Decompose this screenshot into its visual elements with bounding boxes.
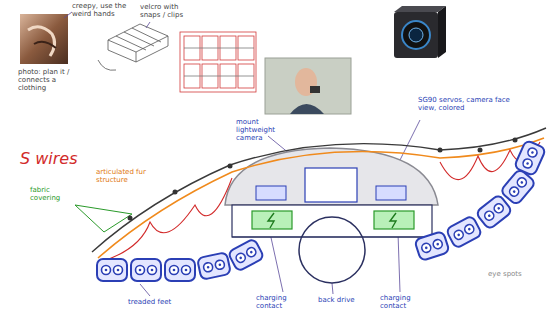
part-label: SG90 servos, camera face view, colored (418, 96, 510, 112)
robot-body-part (232, 237, 432, 238)
wire-label: S wires (20, 150, 90, 168)
camera-cube (394, 6, 446, 58)
note-text: velcro with snaps / clips (140, 3, 196, 19)
robot-body-part (268, 213, 274, 228)
cell-grid (180, 32, 256, 92)
spine-part (100, 142, 540, 262)
tread-pods-part (97, 259, 127, 281)
part-label: fabric covering (30, 186, 74, 202)
leader-lines-part (332, 283, 333, 294)
robot-body-part (299, 217, 365, 283)
leader-lines-part (64, 12, 72, 18)
spine-part (128, 216, 133, 221)
robot-body-part (374, 211, 414, 229)
robot-body-part (232, 205, 432, 237)
note-text: creepy, use the weird hands (72, 2, 134, 18)
part-label: charging contact (380, 294, 424, 310)
part-label: articulated fur structure (96, 168, 158, 184)
battery-sketch-part (98, 60, 116, 70)
tread-pods-part (514, 140, 546, 176)
battery-sketch-part (116, 28, 161, 50)
spine-part (98, 138, 544, 258)
camera-cube-part (402, 21, 430, 49)
spine-part (173, 190, 178, 195)
tread-pods-part (475, 194, 512, 230)
tread-pods-part (131, 259, 161, 281)
person-photo-part (265, 58, 351, 114)
person-photo-part (265, 58, 351, 114)
note-text: photo: plan it / connects a clothing (18, 68, 84, 92)
tread-pods-part (197, 252, 231, 280)
part-label: charging contact (256, 294, 300, 310)
robot-body-part (252, 211, 292, 229)
spine-part (92, 128, 546, 252)
robot-body (225, 148, 438, 283)
tread-pods-part (446, 215, 483, 249)
camera-cube-part (438, 6, 446, 58)
tread-pods-part (165, 259, 195, 281)
battery-sketch (98, 24, 168, 70)
battery-sketch-part (136, 52, 137, 62)
hand-photo-part (34, 42, 56, 48)
leader-lines-part (270, 233, 283, 292)
cell-grid-part (180, 32, 256, 92)
spine-part (438, 148, 443, 153)
spine-part (478, 148, 483, 153)
robot-body-part (376, 186, 406, 200)
cell-grid-part (184, 48, 254, 76)
leader-lines-part (140, 284, 150, 296)
person-photo-part (290, 104, 324, 114)
robot-body-part (390, 213, 396, 228)
robot-body-part (256, 186, 286, 200)
leader-lines-part (398, 233, 400, 292)
part-label: back drive (318, 296, 358, 304)
battery-sketch-part (108, 36, 168, 62)
spine-part (75, 205, 132, 232)
leader-lines-part (146, 22, 150, 28)
battery-sketch-part (108, 24, 168, 52)
camera-cube-part (394, 12, 438, 58)
tread-pods-part (228, 238, 265, 272)
part-label: mount lightweight camera (236, 118, 296, 142)
tread-pods (97, 140, 546, 281)
hand-photo (20, 14, 68, 64)
hand-photo-part (20, 14, 68, 64)
spine-part (228, 164, 233, 169)
camera-cube-part (409, 28, 423, 42)
person-photo (265, 58, 351, 114)
robot-body-part (305, 168, 357, 202)
camera-cube-part (394, 6, 446, 12)
spine (75, 128, 546, 262)
spine-part (513, 138, 518, 143)
part-label: treaded feet (128, 298, 188, 306)
tread-pods-part (414, 231, 449, 261)
person-photo-part (310, 86, 320, 93)
note-text: eye spots (488, 270, 538, 278)
